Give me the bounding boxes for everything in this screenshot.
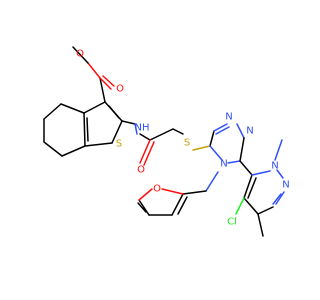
chlorine-label: Cl bbox=[227, 217, 237, 228]
triazole-ring-bonds bbox=[192, 123, 245, 164]
atom-labels: O O S NH O S N N N O N N Cl bbox=[76, 49, 290, 228]
ester-carbonyl-oxygen-label: O bbox=[116, 84, 124, 95]
amide-oxygen-label: O bbox=[137, 165, 145, 176]
cyclohexane-ring-bonds bbox=[43, 103, 86, 157]
furan-oxygen-label: O bbox=[153, 184, 161, 195]
thiophene-sulfur-label: S bbox=[116, 139, 122, 150]
amide-linker-bonds bbox=[121, 120, 184, 166]
pyrazole-n1-label: N bbox=[271, 161, 278, 172]
triazole-n4-label: N bbox=[220, 159, 227, 170]
triazole-n1-label: N bbox=[225, 112, 232, 123]
molecule-structure-diagram: O O S NH O S N N N O N N Cl bbox=[43, 46, 290, 237]
pyrazole-n2-label: N bbox=[282, 180, 289, 191]
thiophene-ring-bonds bbox=[83, 101, 123, 147]
thioether-sulfur-label: S bbox=[184, 138, 190, 149]
triazole-n2-label: N bbox=[246, 126, 253, 137]
amide-nh-label: NH bbox=[135, 123, 150, 134]
ester-oxygen-label: O bbox=[76, 49, 84, 60]
pyrazole-bonds bbox=[235, 139, 285, 237]
furan-bonds bbox=[137, 171, 219, 216]
methyl-ester-bonds bbox=[72, 46, 115, 103]
